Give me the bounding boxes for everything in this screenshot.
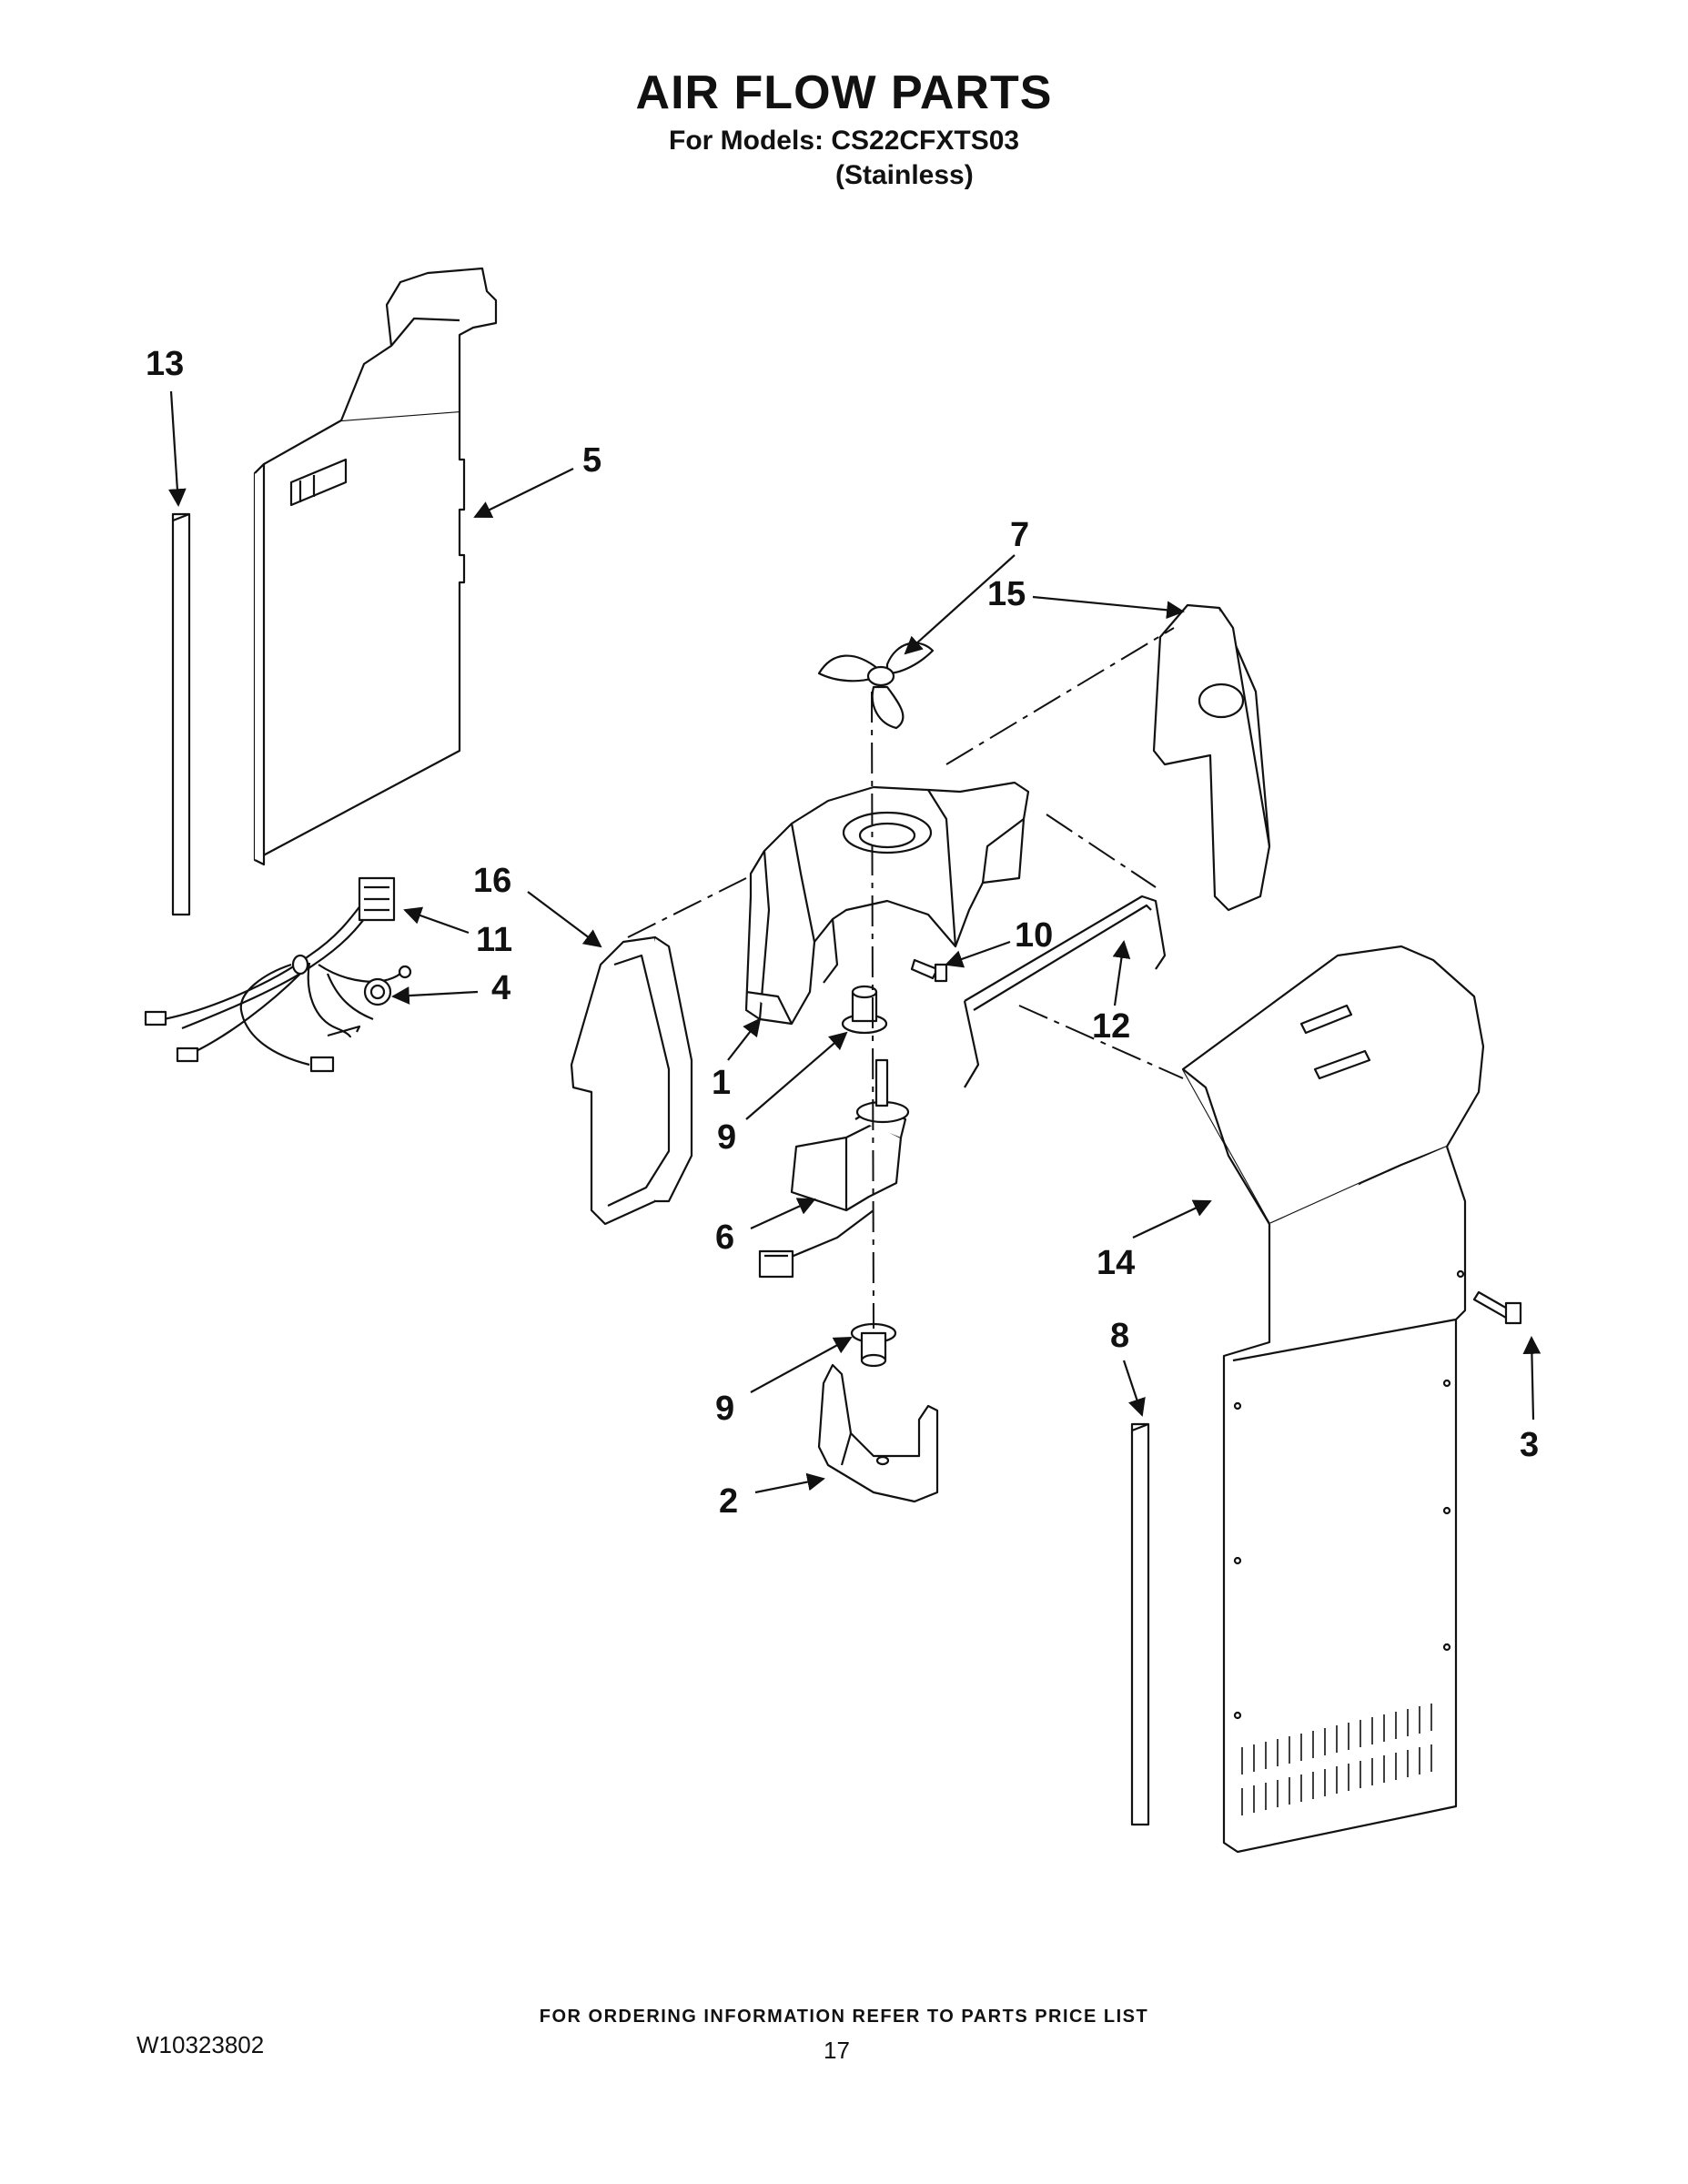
callout-14: 14 (1097, 1244, 1135, 1282)
screw-part-3 (1472, 1290, 1522, 1325)
grommet-upper-part-9 (841, 985, 888, 1035)
page-number: 17 (824, 2037, 850, 2064)
finish-line: (Stainless) (835, 160, 974, 190)
callout-16: 16 (473, 862, 511, 900)
callout-9-upper: 9 (717, 1118, 736, 1157)
thermistor-part-4 (327, 977, 392, 1037)
fan-blade-part-7 (817, 642, 935, 730)
leader-arrows (167, 390, 1541, 1494)
callout-15: 15 (987, 575, 1026, 613)
callout-6: 6 (715, 1218, 734, 1257)
models-line: For Models: CS22CFXTS03 (669, 126, 1020, 156)
callout-11: 11 (476, 921, 512, 959)
side-baffle-left-part-16 (570, 935, 693, 1226)
ordering-note: FOR ORDERING INFORMATION REFER TO PARTS … (539, 2007, 1149, 2027)
gasket-strip-right-part-8 (1130, 1422, 1150, 1826)
air-duct-panel-part-5 (253, 267, 498, 866)
alignment-lines (627, 627, 1184, 1330)
callout-3: 3 (1520, 1426, 1539, 1464)
callout-5: 5 (582, 441, 601, 480)
page-title: AIR FLOW PARTS (635, 66, 1053, 119)
fan-motor-part-6 (758, 1058, 910, 1279)
callout-labels: 13 5 7 15 16 11 4 10 12 1 9 6 14 8 9 3 2 (146, 345, 1539, 1521)
callout-7: 7 (1010, 516, 1029, 554)
callout-12: 12 (1092, 1007, 1130, 1046)
callout-2: 2 (719, 1482, 738, 1521)
motor-bracket-part-2 (817, 1363, 939, 1503)
document-number: W10323802 (136, 2031, 265, 2058)
callout-8: 8 (1110, 1317, 1129, 1355)
screw-part-10 (910, 958, 948, 983)
grommet-lower-part-9 (850, 1322, 897, 1368)
callout-9-lower: 9 (715, 1390, 734, 1428)
wire-harness-part-11 (144, 876, 412, 1073)
callout-13: 13 (146, 345, 184, 383)
side-baffle-right-part-15 (1152, 603, 1271, 912)
gasket-strip-left-part-13 (171, 512, 191, 916)
fan-housing-part-1 (744, 781, 1030, 1026)
evaporator-cover-part-14 (1181, 945, 1485, 1854)
callout-1: 1 (712, 1064, 731, 1102)
callout-4: 4 (491, 969, 510, 1007)
callout-10: 10 (1015, 916, 1053, 955)
wire-bracket-part-12 (963, 895, 1167, 1088)
